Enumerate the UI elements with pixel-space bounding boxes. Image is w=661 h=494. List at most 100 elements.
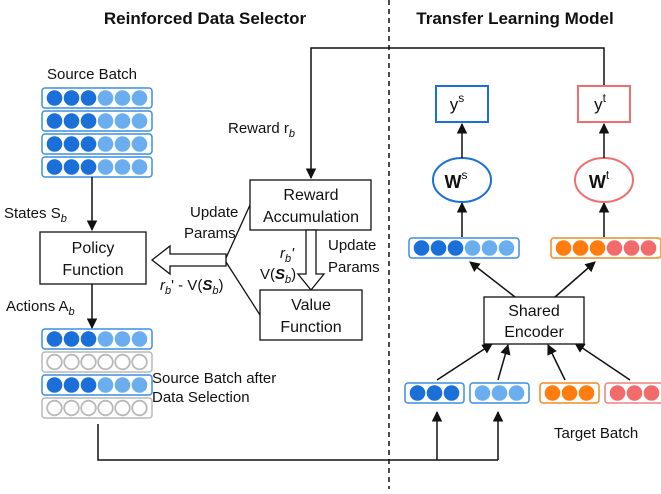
source-row-2-dot xyxy=(63,113,80,129)
removed-row-2-dot xyxy=(46,399,63,417)
source-row-3-dot xyxy=(46,136,63,152)
reward-label: Reward rb xyxy=(228,120,295,140)
source-row-1-dot xyxy=(46,90,63,106)
selected-row-2 xyxy=(41,374,153,396)
encoded-source-row-dot xyxy=(481,240,498,256)
source-row-4-dot xyxy=(63,159,80,175)
target-group-3-dot xyxy=(561,385,578,401)
target-group-1-dot xyxy=(426,385,443,401)
target-group-4-dot xyxy=(643,385,660,401)
target-group-4-dot xyxy=(626,385,643,401)
encoded-source-row xyxy=(408,237,520,259)
source-row-1-dot xyxy=(63,90,80,106)
source-row-1-dot xyxy=(80,90,97,106)
encoded-target-row-dot xyxy=(640,240,657,256)
policy-function-line2: Function xyxy=(62,262,123,279)
selected-row-2-dot xyxy=(63,377,80,393)
merge-line-top xyxy=(225,204,251,259)
policy-function-box xyxy=(39,231,147,285)
target-group-4-dot xyxy=(609,385,626,401)
encoded-source-row-dot xyxy=(413,240,430,256)
source-row-1 xyxy=(41,87,153,109)
encoded-target-row-dot xyxy=(623,240,640,256)
target-group-2-dot xyxy=(491,385,508,401)
source-row-3 xyxy=(41,133,153,155)
selected-batch xyxy=(41,328,153,419)
encoded-source-row-dot xyxy=(498,240,515,256)
source-row-4-dot xyxy=(80,159,97,175)
after-selection-line1: Source Batch after xyxy=(152,370,276,387)
enc-output-arrow-right xyxy=(554,261,596,298)
right-section-title: Transfer Learning Model xyxy=(416,9,613,28)
update-params-right-1: Update xyxy=(328,237,376,254)
removed-row-1-dot xyxy=(114,353,131,371)
source-row-1-dot xyxy=(114,90,131,106)
selected-row-1-dot xyxy=(97,331,114,347)
reward-accum-line2: Accumulation xyxy=(263,209,359,226)
reward-accumulation-box xyxy=(249,179,372,231)
ys-output-box xyxy=(435,85,489,123)
target-group-3-dot xyxy=(578,385,595,401)
selected-row-1 xyxy=(41,328,153,350)
advantage-label: rb' - V(Sb) xyxy=(160,277,223,297)
source-row-3-dot xyxy=(114,136,131,152)
enc-input-arrow-4 xyxy=(574,342,631,381)
selected-row-2-dot xyxy=(97,377,114,393)
removed-row-1 xyxy=(41,351,153,373)
source-row-4-dot xyxy=(114,159,131,175)
value-function-line2: Function xyxy=(280,319,341,336)
source-row-2-dot xyxy=(46,113,63,129)
removed-row-2-dot xyxy=(80,399,97,417)
actions-label: Actions Ab xyxy=(6,298,75,318)
value-function-line1: Value xyxy=(291,297,331,314)
encoded-source-row-dot xyxy=(464,240,481,256)
bottom-connector-line xyxy=(97,424,498,461)
selected-row-2-dot xyxy=(131,377,148,393)
enc-input-arrow-3 xyxy=(547,344,566,381)
target-batch-label: Target Batch xyxy=(554,425,638,442)
source-row-3-dot xyxy=(97,136,114,152)
source-row-1-dot xyxy=(131,90,148,106)
encoded-source-row-dot xyxy=(430,240,447,256)
value-input-label: V(Sb) xyxy=(260,266,296,286)
update-params-left-2: Params xyxy=(184,225,236,242)
enc-output-arrow-left xyxy=(469,261,516,298)
target-group-4 xyxy=(604,382,661,404)
removed-row-1-dot xyxy=(131,353,148,371)
target-group-2-dot xyxy=(508,385,525,401)
target-group-2 xyxy=(469,382,530,404)
removed-row-2-dot xyxy=(97,399,114,417)
enc-input-arrow-1 xyxy=(436,343,493,381)
source-batch-label: Source Batch xyxy=(47,66,137,83)
removed-row-1-dot xyxy=(97,353,114,371)
target-group-1-dot xyxy=(409,385,426,401)
target-batch xyxy=(404,382,661,404)
selected-row-2-dot xyxy=(114,377,131,393)
encoded-target-row xyxy=(550,237,661,259)
shared-encoder-line2: Encoder xyxy=(504,324,564,341)
removed-row-2-dot xyxy=(114,399,131,417)
removed-row-2-dot xyxy=(131,399,148,417)
encoded-target-row-dot xyxy=(606,240,623,256)
selected-row-1-dot xyxy=(80,331,97,347)
removed-row-1-dot xyxy=(63,353,80,371)
rb-prime-label: rb' xyxy=(280,245,295,265)
source-row-2-dot xyxy=(80,113,97,129)
source-batch xyxy=(41,87,153,178)
policy-function-line1: Policy xyxy=(72,240,115,257)
source-row-4-dot xyxy=(97,159,114,175)
update-params-left-1: Update xyxy=(190,204,238,221)
target-group-3 xyxy=(539,382,600,404)
removed-row-2-dot xyxy=(63,399,80,417)
source-row-4 xyxy=(41,156,153,178)
encoded-representations xyxy=(408,237,661,259)
shared-encoder-line1: Shared xyxy=(508,303,560,320)
target-group-1 xyxy=(404,382,465,404)
source-row-2 xyxy=(41,110,153,132)
shared-encoder-box xyxy=(483,296,585,345)
selected-row-1-dot xyxy=(131,331,148,347)
source-row-4-dot xyxy=(131,159,148,175)
enc-input-arrow-2 xyxy=(497,343,511,381)
